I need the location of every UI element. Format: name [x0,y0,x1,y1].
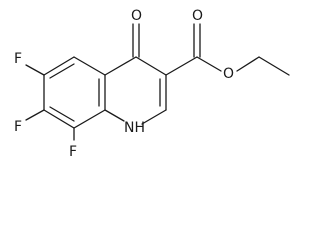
atom-o-ester: O [223,66,234,82]
bond-c7-f7 [25,109,45,121]
bond-c7-c8 [43,109,75,129]
bond-c3-ccarbonyl [165,56,198,76]
bond-oester-ch2 [236,56,260,72]
atom-f7: F [14,119,22,135]
atom-labels: F F F O O O NH [14,8,234,160]
atom-f6: F [14,51,22,67]
bond-c6-f6 [25,64,45,76]
bond-c8-c8a [73,109,106,129]
bond-c5-c6-inner [49,63,75,79]
atom-f8: F [69,144,77,160]
atom-n1: NH [124,120,145,136]
bond-c4a-c4 [104,56,137,76]
atom-o-carbonyl: O [192,8,203,24]
atom-o4: O [131,8,142,24]
bond-ccarbonyl-oester [196,56,222,72]
structure-drawing: F F F O O O NH [14,8,290,160]
bond-c7-c8-inner [49,106,75,122]
bond-c4a-c5 [73,56,106,76]
bond-c5-c6 [43,56,75,76]
bond-n1-c8a [104,109,125,122]
bond-c4-c3 [135,56,167,76]
bond-c2-n1 [141,109,167,125]
bond-ch2-ch3 [258,56,290,76]
molecule-diagram: F F F O O O NH [14,8,290,160]
bonds [25,23,290,141]
